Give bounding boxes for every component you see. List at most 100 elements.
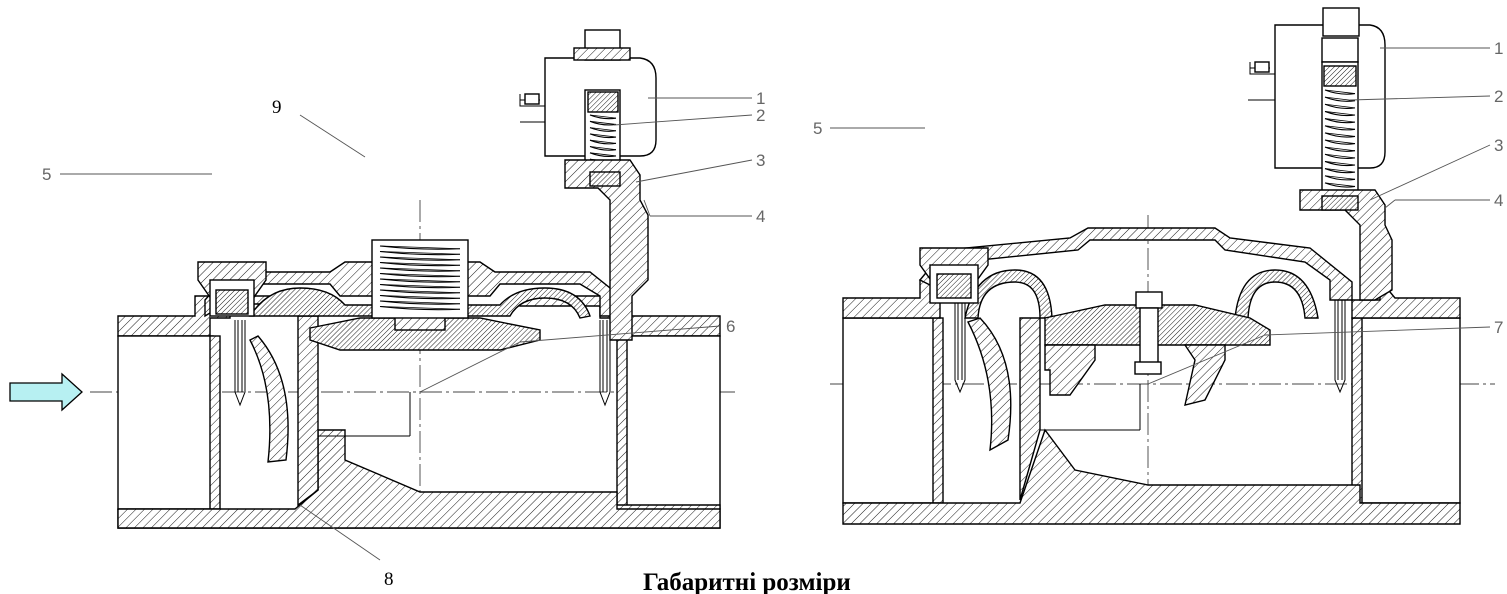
label-1-coil: 1: [756, 89, 765, 108]
label-6-disc: 6: [726, 317, 735, 336]
spring-coil: [1324, 111, 1356, 116]
spring-coil: [1324, 153, 1356, 159]
inlet-port-right: [842, 317, 936, 504]
armature-seat: [589, 171, 621, 187]
spring-coil: [589, 120, 617, 126]
coil-top-nut-right: [1322, 7, 1360, 37]
left-part-labels: 1 2 3 4 5 6 9 8: [42, 89, 765, 590]
spring-coil: [1324, 125, 1356, 130]
label-5-override-right: 5: [813, 119, 822, 138]
spring-coil: [379, 262, 461, 266]
valve-body-top-wall-right-view: [842, 279, 941, 319]
spring-coil: [1324, 153, 1356, 159]
spring-coil: [379, 267, 461, 272]
bolt-nut: [1134, 361, 1162, 375]
spring-coil: [1324, 132, 1356, 138]
spring-coil: [589, 133, 617, 138]
piston-guide-right: [1183, 344, 1226, 406]
spring-coil: [1324, 96, 1356, 102]
label-2-plunger-right: 2: [1494, 87, 1503, 106]
spring-coil: [1324, 132, 1356, 137]
flow-guide-fin: [249, 335, 289, 463]
spring-coil: [1324, 175, 1356, 180]
inlet-port: [117, 335, 214, 510]
spring-coil: [379, 289, 461, 294]
main-spring: [371, 239, 469, 319]
spring-coil: [589, 152, 617, 157]
spring-coil: [1324, 146, 1356, 152]
outlet-port-wall-right: [1351, 317, 1363, 504]
spring-coil: [589, 133, 617, 139]
spring-coil: [379, 245, 461, 250]
spring-coil: [379, 306, 461, 310]
spring-coil: [379, 261, 461, 267]
spring-coil: [379, 284, 461, 288]
spring-coil: [1324, 110, 1356, 117]
spring-coil: [379, 273, 461, 277]
armature-housing: [564, 159, 649, 341]
spring-coil: [589, 127, 617, 132]
bolt-shank: [1139, 307, 1159, 364]
spring-coil: [589, 120, 617, 125]
right-part-labels: 1 2 3 4 5 7: [813, 39, 1503, 337]
spring-coil: [589, 139, 617, 144]
spring-coil: [1324, 139, 1356, 144]
spring-coil: [1324, 89, 1356, 94]
label-4-housing: 4: [756, 207, 765, 226]
spring-coil: [379, 294, 461, 300]
spring-coil: [1324, 168, 1356, 173]
spring-coil: [379, 278, 461, 283]
spring-coil: [589, 127, 617, 132]
spring-coil: [379, 256, 461, 261]
spring-coil: [1324, 160, 1356, 167]
inlet-port-wall: [209, 335, 221, 510]
valve-cover-right: [918, 227, 1353, 301]
spring-coil: [1324, 175, 1356, 181]
spring-coil: [379, 300, 461, 305]
spring-coil: [1324, 103, 1356, 109]
spring-coil: [379, 300, 461, 305]
spring-coil: [1324, 182, 1356, 188]
internal-partition: [297, 315, 319, 507]
right-leader-lines: [830, 47, 1491, 385]
label-3-armature: 3: [756, 151, 765, 170]
spring-coil: [1324, 161, 1356, 166]
spring-coil: [1324, 96, 1356, 102]
diaphragm: [248, 287, 591, 319]
inlet-port-wall-right: [932, 317, 944, 504]
spring-coil: [1324, 89, 1356, 95]
spring-coil: [379, 245, 461, 250]
bolt-head: [1135, 291, 1163, 309]
right-valve-section-view: 1 2 3 4 5 7: [813, 7, 1503, 525]
label-3-armature-right: 3: [1494, 136, 1503, 155]
section-caption: Габаритні розміри: [643, 569, 851, 594]
spring-coil: [1324, 118, 1356, 123]
spring-coil: [379, 295, 461, 299]
piston-guide-left: [1044, 344, 1096, 396]
spring-coil: [589, 139, 617, 145]
spring-coil: [1324, 182, 1356, 187]
spring-coil: [589, 114, 617, 119]
label-2-plunger: 2: [756, 106, 765, 125]
spring-coil: [1324, 118, 1356, 124]
spring-coil: [379, 272, 461, 278]
spring-coil: [1324, 139, 1356, 145]
outlet-port: [624, 335, 721, 510]
flow-guide-fin-right: [967, 317, 1012, 452]
outlet-port-wall: [616, 335, 628, 510]
spring-coil: [589, 146, 617, 151]
left-leader-lines: [60, 97, 753, 561]
plunger-stop: [587, 91, 619, 113]
spring-coil: [1324, 103, 1356, 109]
label-8-body: 8: [384, 569, 394, 590]
spring-coil: [379, 267, 461, 272]
spring-coil: [1324, 125, 1356, 131]
spring-coil: [589, 152, 617, 158]
outlet-port-right: [1359, 317, 1461, 504]
label-4-housing-right: 4: [1494, 191, 1503, 210]
label-1-coil-right: 1: [1494, 39, 1503, 58]
spring-coil: [1324, 168, 1356, 174]
plunger-spring-right: [1324, 89, 1356, 188]
diaphragm-right-2: [1234, 269, 1319, 319]
